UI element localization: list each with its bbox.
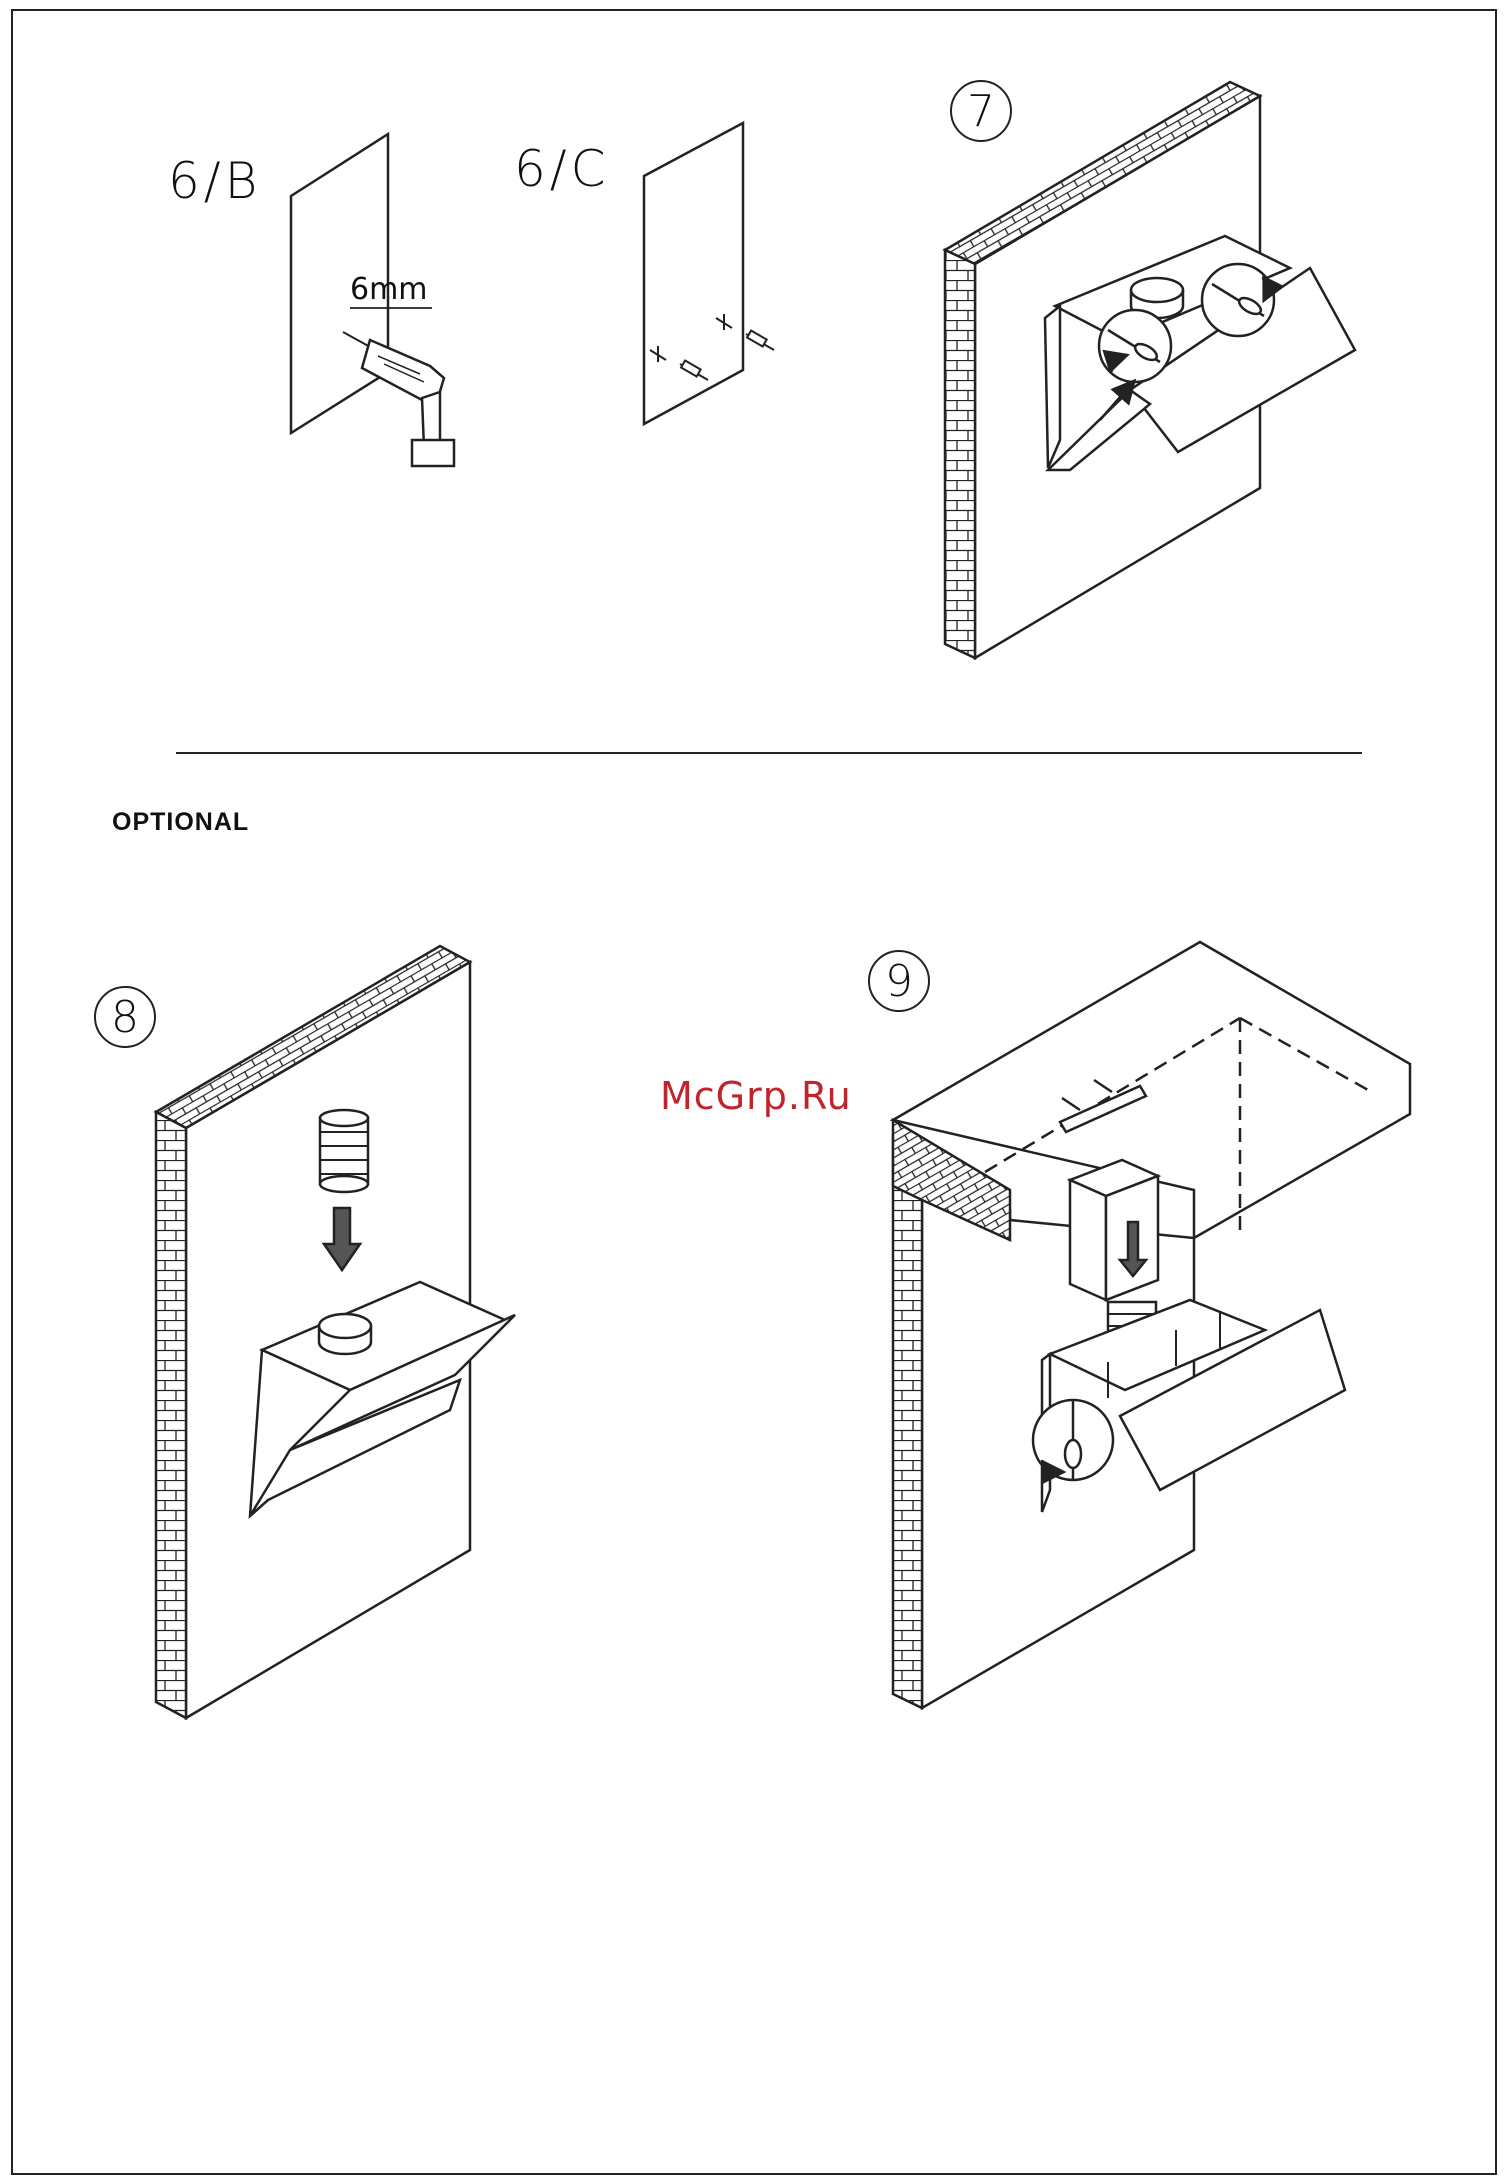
drill-size-label: 6mm (350, 272, 428, 307)
brick-side-7 (945, 250, 975, 658)
flexible-duct-icon (320, 1110, 368, 1192)
step-6b-label: 6/B (168, 152, 261, 210)
diagram-7-hood-mount (945, 82, 1355, 658)
wall-panel-6c (644, 123, 743, 424)
screwdriver-icon (1099, 310, 1171, 382)
watermark-text: McGrp.Ru (660, 1074, 852, 1118)
brick-side-9 (893, 1136, 922, 1708)
drill-icon (362, 340, 454, 466)
optional-section-label: OPTIONAL (112, 808, 249, 837)
chimney-cover-icon (1070, 1160, 1158, 1300)
screwdriver-icon (1202, 264, 1274, 336)
diagram-8-duct-connection (156, 946, 515, 1718)
diagram-9-chimney-mount (893, 942, 1410, 1708)
screwdriver-icon (1033, 1400, 1113, 1480)
step-9-number-badge: 9 (868, 950, 930, 1012)
step-8-number-badge: 8 (94, 986, 156, 1048)
step-6c-label: 6/C (514, 140, 610, 198)
step-7-number-badge: 7 (950, 80, 1012, 142)
brick-side-8 (156, 1112, 186, 1718)
diagram-6c-wall-plugs (644, 123, 774, 424)
